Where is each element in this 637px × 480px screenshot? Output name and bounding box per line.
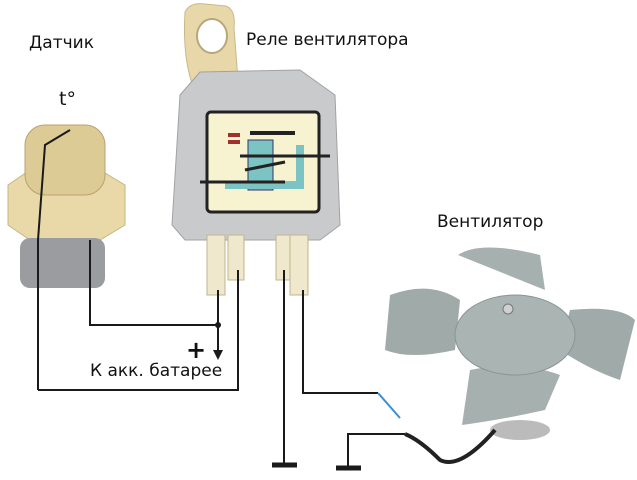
fan-label: Вентилятор: [437, 212, 544, 232]
relay-body: [171, 69, 341, 241]
relay-label: Реле вентилятора: [246, 30, 409, 50]
temperature-sensor: [7, 124, 126, 288]
relay-mount-tab: [183, 3, 239, 93]
battery-label: К акк. батарее: [90, 361, 223, 381]
fan: [385, 247, 635, 464]
sensor-label: Датчик: [29, 33, 94, 53]
relay-terminals: [206, 234, 309, 296]
plus-sign: +: [186, 336, 207, 364]
arrow-battery: [213, 350, 223, 360]
blue-wire: [377, 392, 401, 419]
junction-dot: [215, 322, 221, 328]
temperature-label: t°: [59, 88, 76, 110]
